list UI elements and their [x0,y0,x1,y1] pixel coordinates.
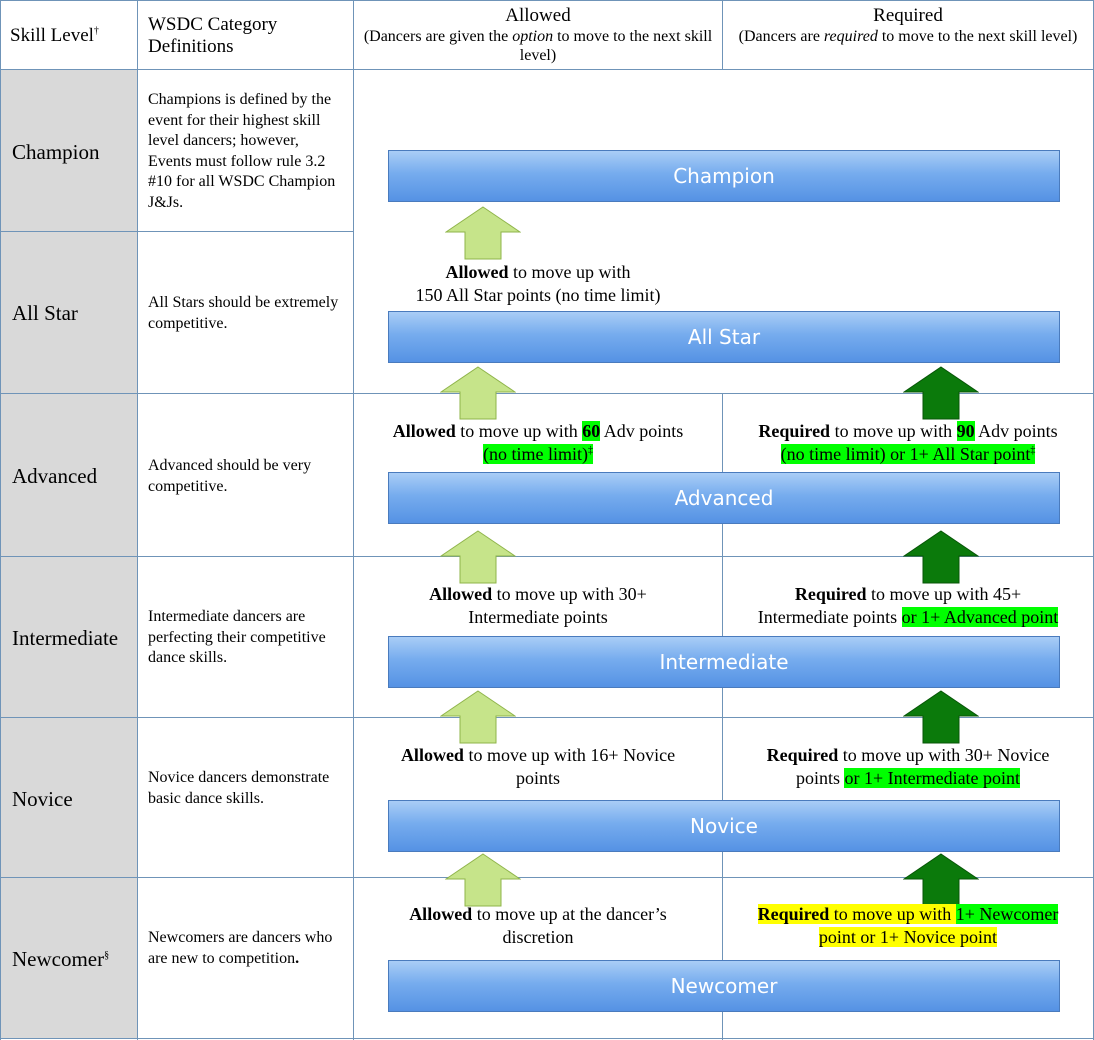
level-band-intermediate: Intermediate [388,636,1060,688]
allowed-up-arrow-icon [440,530,516,584]
required-up-arrow-icon [903,366,979,420]
header-required-subtitle: (Dancers are required to move to the nex… [738,28,1078,45]
skill-level-column [1,70,137,1038]
header-required-title: Required [873,5,943,26]
level-band-newcomer: Newcomer [388,960,1060,1012]
rule-newcomer-required: Required to move up with 1+ Newcomer poi… [757,904,1059,947]
allowed-up-arrow-icon [445,853,521,907]
header-definitions-line2: Definitions [148,36,234,57]
level-name-newcomer: Newcomer§ [12,947,109,971]
required-up-arrow-icon [903,853,979,907]
definition-intermediate: Intermediate dancers are perfecting thei… [148,608,326,666]
header-skill-level-text: Skill Level [10,25,94,46]
level-name-champion: Champion [12,140,100,164]
level-name-novice: Novice [12,787,73,811]
definition-advanced: Advanced should be very competitive. [148,457,312,495]
allowed-up-arrow-icon [440,690,516,744]
definition-champion: Champions is defined by the event for th… [148,91,336,211]
header-allowed-subtitle: (Dancers are given the option to move to… [363,28,713,64]
level-band-advanced: Advanced [388,472,1060,524]
header-allowed: Allowed (Dancers are given the option to… [360,5,716,65]
definition-newcomer: Newcomers are dancers who are new to com… [148,929,333,967]
dagger-mark: † [93,25,99,37]
rule-advanced-required: Required to move up with 90 Adv points (… [758,421,1058,464]
level-name-newcomer-text: Newcomer [12,947,105,971]
level-name-advanced: Advanced [12,464,98,488]
header-definitions-line1: WSDC Category [148,14,278,35]
allowed-up-arrow-icon [445,206,521,260]
header-required: Required (Dancers are required to move t… [730,5,1086,46]
definition-novice: Novice dancers demonstrate basic dance s… [148,769,330,807]
definition-all-star: All Stars should be extremely competitiv… [148,294,339,332]
rule-novice-allowed: Allowed to move up with 16+ Novice point… [400,745,676,788]
rule-novice-required: Required to move up with 30+ Novice poin… [766,745,1050,788]
table-header-row [1,1,1093,69]
header-skill-level: Skill Level† [10,25,99,47]
level-name-intermediate: Intermediate [12,626,119,650]
rule-intermediate-allowed: Allowed to move up with 30+ Intermediate… [429,584,647,627]
rule-allstar-allowed: Allowed to move up with 150 All Star poi… [415,262,661,305]
rule-intermediate-required: Required to move up with 45+ Intermediat… [757,584,1059,627]
section-mark: § [104,950,110,961]
rule-newcomer-allowed: Allowed to move up at the dancer’s discr… [409,904,667,947]
level-band-champion: Champion [388,150,1060,202]
required-up-arrow-icon [903,530,979,584]
level-name-all-star: All Star [12,301,78,325]
header-definitions: WSDC Category Definitions [148,14,277,58]
level-band-all-star: All Star [388,311,1060,363]
level-band-novice: Novice [388,800,1060,852]
rule-advanced-allowed: Allowed to move up with 60 Adv points (n… [392,421,684,464]
required-up-arrow-icon [903,690,979,744]
header-allowed-title: Allowed [505,5,571,26]
allowed-up-arrow-icon [440,366,516,420]
